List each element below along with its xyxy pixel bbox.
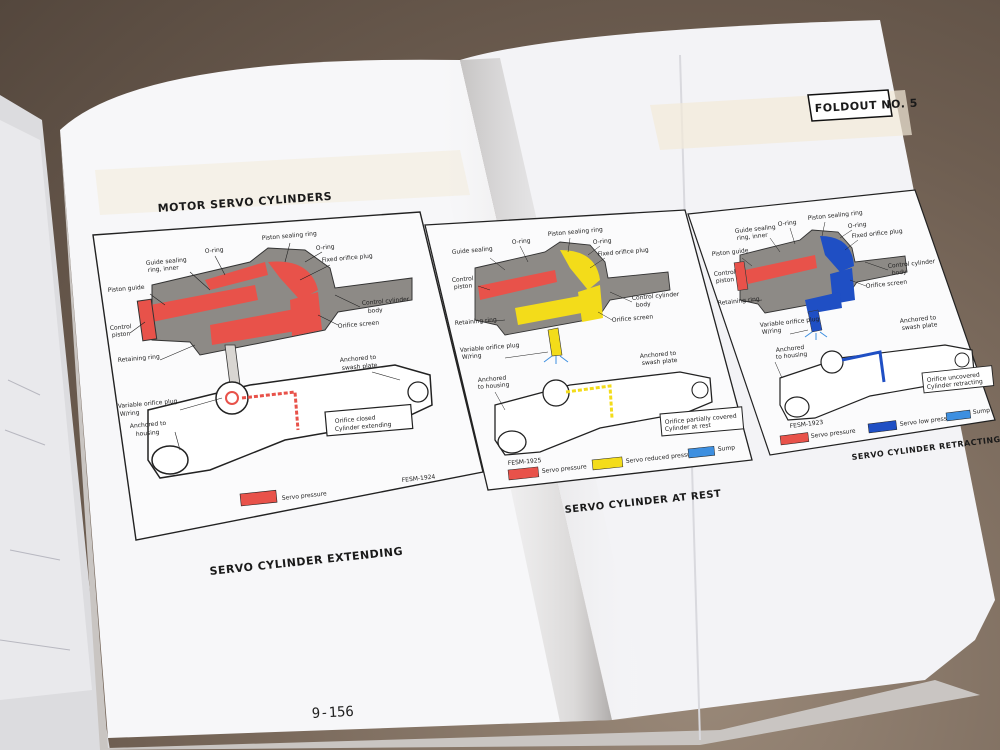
svg-text:Fixed orifice plug: Fixed orifice plug [598,247,650,258]
panel3-fig: FESM-1923 [789,419,823,430]
svg-text:Control cylinder: Control cylinder [887,258,936,270]
svg-text:Orifice screen: Orifice screen [612,313,654,324]
svg-text:W/ring: W/ring [120,409,140,418]
svg-text:body: body [891,268,907,277]
tape-strip-left [95,150,470,215]
svg-text:swash plate: swash plate [901,321,938,332]
panel3-housing [739,229,908,314]
svg-text:Anchored: Anchored [775,344,804,354]
svg-text:Piston sealing ring: Piston sealing ring [548,226,604,238]
svg-text:ring, inner: ring, inner [148,264,180,274]
svg-text:W/ring: W/ring [761,327,782,336]
svg-text:housing: housing [136,429,160,438]
svg-text:Orifice screen: Orifice screen [865,279,907,290]
foldout-label: FOLDOUT NO. 5 [814,97,918,115]
svg-text:Control cylinder: Control cylinder [632,291,681,302]
page-number: 9-156 [311,704,354,722]
svg-text:Sump: Sump [972,407,990,416]
left-leaf-stack [0,95,110,750]
svg-text:to housing: to housing [478,381,510,391]
svg-text:Servo pressure: Servo pressure [541,463,587,475]
svg-text:Control cylinder: Control cylinder [362,296,411,307]
svg-text:swash plate: swash plate [342,362,379,372]
panel-at-rest: Orifice partially covered Cylinder at re… [424,209,753,491]
svg-text:Guide sealing: Guide sealing [452,245,494,256]
svg-text:ring, inner: ring, inner [736,232,768,242]
svg-text:swash plate: swash plate [642,357,679,367]
svg-text:Guide sealing: Guide sealing [734,224,776,235]
panel1-legend-swatch [239,489,278,507]
panel1-fig: FESM-1924 [401,473,435,483]
svg-text:O-ring: O-ring [316,243,336,252]
svg-text:O-ring: O-ring [512,237,532,246]
panel-extending: Orifice closed Cylinder extending Guide … [92,211,484,541]
svg-text:Anchored to: Anchored to [640,350,677,360]
svg-text:W/ring: W/ring [462,352,482,361]
svg-text:Fixed orifice plug: Fixed orifice plug [322,253,374,264]
svg-text:Cylinder at rest: Cylinder at rest [665,422,712,433]
svg-text:Sump: Sump [717,444,735,453]
svg-text:Piston sealing ring: Piston sealing ring [262,230,318,242]
svg-text:Anchored: Anchored [478,375,507,384]
panel2-fig: FESM-1925 [508,457,542,467]
foldout-tab: FOLDOUT NO. 5 [807,89,918,122]
svg-text:Orifice closed: Orifice closed [335,414,376,425]
panel1-piston-red [150,285,258,322]
svg-text:O-ring: O-ring [777,219,797,228]
svg-text:Orifice screen: Orifice screen [338,319,380,330]
svg-text:Guide sealing: Guide sealing [146,256,188,267]
svg-text:Anchored to: Anchored to [340,354,377,364]
svg-text:O-ring: O-ring [205,246,225,255]
panel1-legend-label: Servo pressure [281,490,327,502]
svg-text:Anchored to: Anchored to [899,314,936,325]
svg-text:Retaining ring: Retaining ring [455,316,498,327]
svg-text:Retaining ring: Retaining ring [717,296,760,307]
panel-retracting: Orifice uncovered Cylinder retracting Gu… [687,189,996,456]
svg-text:body: body [636,301,652,309]
svg-text:O-ring: O-ring [847,221,867,230]
svg-text:Control: Control [713,269,736,278]
svg-text:Piston guide: Piston guide [108,284,146,294]
svg-text:Control: Control [452,275,475,284]
svg-text:Anchored to: Anchored to [130,420,167,430]
svg-text:Piston guide: Piston guide [711,247,749,258]
svg-text:Cylinder extending: Cylinder extending [335,421,392,433]
svg-text:Retaining ring: Retaining ring [118,353,161,364]
svg-text:Control: Control [110,323,133,332]
svg-text:piston: piston [454,282,473,291]
svg-text:body: body [368,307,384,315]
svg-text:piston: piston [112,330,131,339]
svg-text:piston: piston [715,276,734,285]
svg-text:O-ring: O-ring [593,237,613,246]
svg-text:to housing: to housing [775,351,807,361]
